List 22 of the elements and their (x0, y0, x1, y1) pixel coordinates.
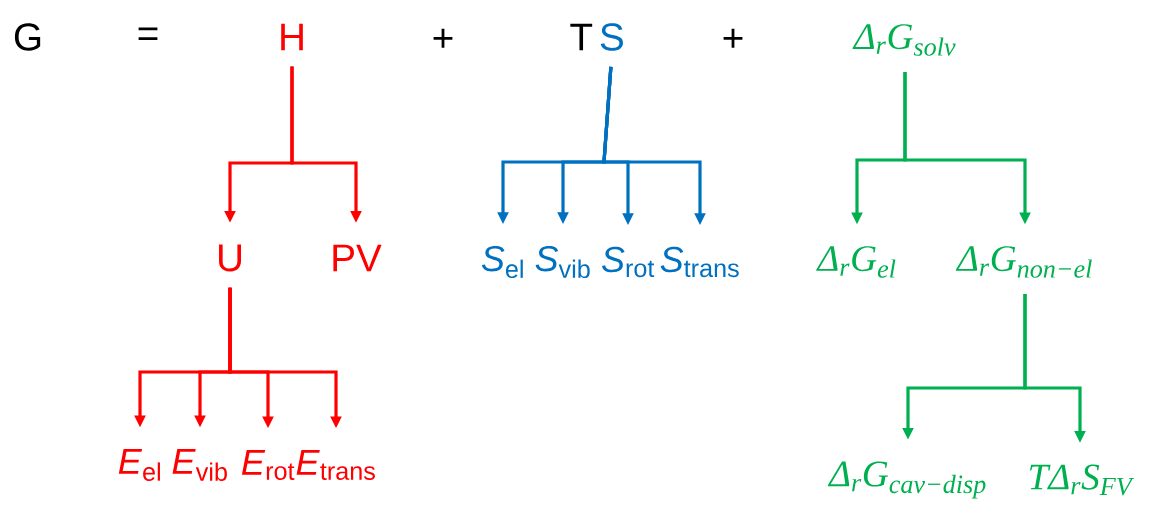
term-text: E$_{trans}$ (296, 450, 375, 480)
term-text: U (219, 244, 241, 272)
symbol-text: + (433, 28, 453, 48)
term-text: E$_{rot}$ (241, 450, 295, 480)
term-text: S$_{vib}$ (535, 245, 590, 279)
term-text: TΔ$_{r}$S$_{FV}$ (1030, 464, 1135, 496)
symbol-text: G (14, 23, 41, 51)
term-text: H (281, 23, 303, 51)
term-text: Δ$_{r}$G$_{cav−disp}$ (827, 461, 986, 499)
term-text: Δ$_{r}$G$_{non−el}$ (955, 246, 1092, 278)
symbol-text: = (138, 27, 158, 40)
term-text: S (600, 23, 623, 51)
term-text: E$_{el}$ (118, 449, 160, 481)
term-text: E$_{vib}$ (172, 449, 227, 481)
term-text: S$_{trans}$ (660, 246, 739, 278)
symbol-text: + (723, 28, 743, 48)
term-text: PV (333, 244, 382, 272)
term-text: S$_{rot}$ (602, 246, 655, 278)
term-text: Δ$_{r}$G$_{el}$ (816, 246, 896, 278)
term-text: Δ$_{r}$G$_{solv}$ (852, 24, 956, 56)
symbol-text: T (570, 23, 593, 51)
term-text: S$_{el}$ (481, 245, 523, 279)
